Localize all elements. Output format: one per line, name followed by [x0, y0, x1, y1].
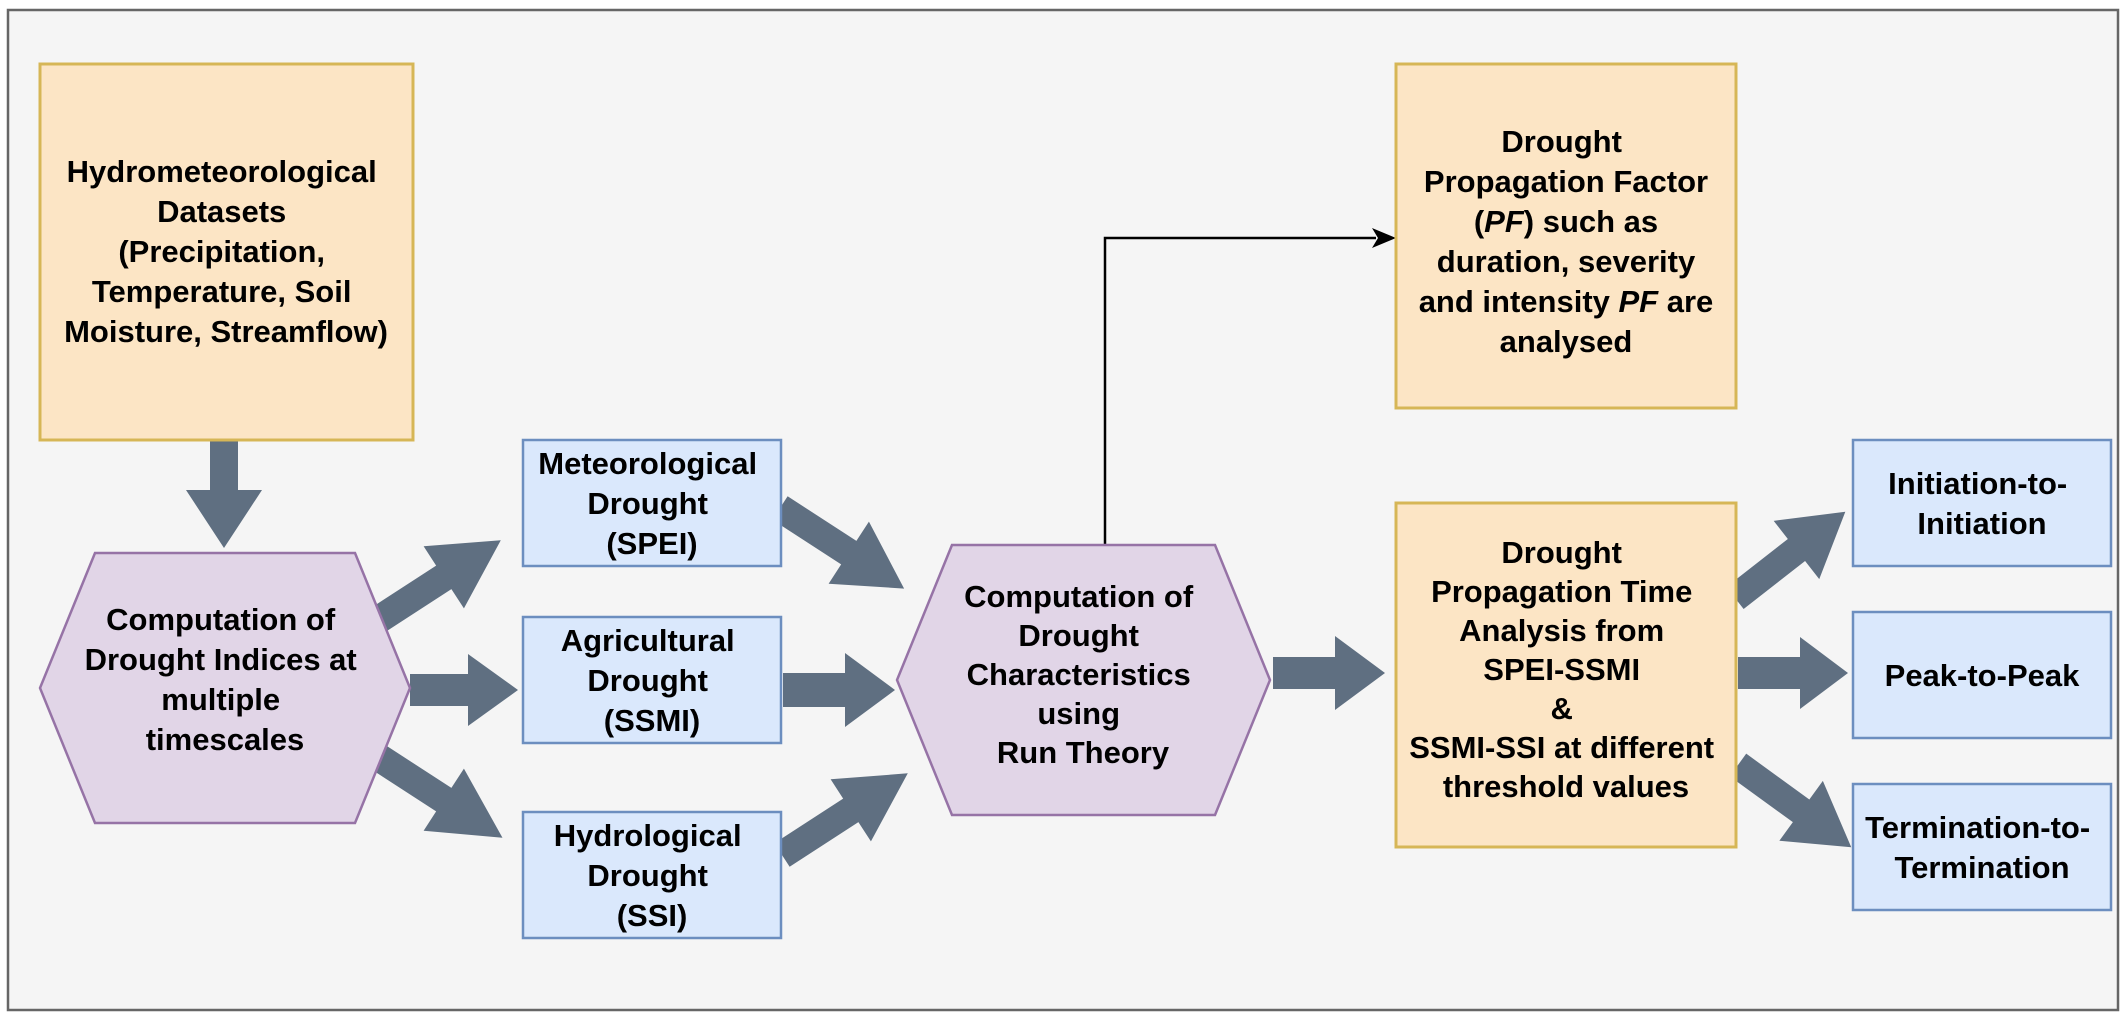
svg-text:duration, severity: duration, severity: [1437, 244, 1696, 279]
factor-line-5-end: are: [1658, 284, 1713, 319]
datasets-line-3: (Precipitation,: [118, 234, 325, 269]
factor-line-1: Drought: [1501, 124, 1622, 159]
svg-text:Computation of Drought: Computation of Drought Characteristics u…: [964, 579, 1202, 770]
node-peak-to-peak: Peak-to-Peak: [1851, 610, 2113, 740]
node-hydrological-drought: Hydrological Drought (SSI): [521, 810, 783, 940]
node-initiation-to-initiation: Initiation-to- Initiation: [1851, 438, 2113, 568]
svg-text:Hydrometeorological Data: Hydrometeorological Datasets (Precipitat…: [64, 154, 388, 349]
hydrological-line-1: Hydrological: [554, 818, 742, 853]
initiation-line-1: Initiation-to-: [1888, 466, 2067, 501]
initiation-line-2: Initiation: [1917, 506, 2046, 541]
characteristics-line-3: Characteristics: [967, 657, 1191, 692]
datasets-line-4: Temperature, Soil: [92, 274, 352, 309]
node-meteorological-drought: Meteorological Drought (SPEI): [521, 438, 783, 568]
characteristics-line-1: Computation of: [964, 579, 1194, 614]
meteorological-line-3: (SPEI): [606, 526, 697, 561]
characteristics-line-5: Run Theory: [997, 735, 1170, 770]
arrow-indices-to-meteorological: [367, 540, 501, 634]
svg-text:Meteorological Drought: Meteorological Drought (SPEI): [538, 446, 765, 561]
datasets-line-2: Datasets: [157, 194, 286, 229]
time-line-7: threshold values: [1443, 769, 1689, 804]
factor-line-6: analysed: [1500, 324, 1633, 359]
time-line-3: Analysis from: [1459, 613, 1664, 648]
indices-line-4: timescales: [146, 722, 305, 757]
arrow-to-termination: [1729, 753, 1852, 848]
termination-line-1: Termination-to-: [1865, 810, 2090, 845]
datasets-line-1: Hydrometeorological: [67, 154, 377, 189]
arrow-indices-to-hydrological: [367, 743, 503, 838]
factor-line-5-start: and intensity: [1419, 284, 1619, 319]
node-computation-characteristics: Computation of Drought Characteristics u…: [895, 543, 1272, 817]
time-line-2: Propagation Time: [1431, 574, 1692, 609]
factor-line-4: duration, severity: [1437, 244, 1696, 279]
svg-text:Agricultural Drought: Agricultural Drought (SSMI): [561, 623, 744, 738]
time-line-5: &: [1550, 691, 1572, 726]
svg-text:and intensity PF are: and intensity PF are: [1419, 284, 1714, 319]
arrow-indices-to-agricultural: [410, 654, 518, 726]
arrow-agricultural-to-characteristics: [783, 653, 895, 727]
peak-line-1: Peak-to-Peak: [1885, 658, 2080, 693]
node-propagation-factor: Drought Propagation Factor (PF) such as …: [1394, 62, 1738, 410]
hydrological-line-2: Drought: [587, 858, 708, 893]
svg-text:Computation of Drought I: Computation of Drought Indices at multip…: [85, 602, 366, 757]
node-termination-to-termination: Termination-to- Termination: [1851, 782, 2113, 912]
arrowhead-to-factor: [1372, 228, 1396, 248]
indices-line-2: Drought Indices at: [85, 642, 357, 677]
meteorological-line-2: Drought: [587, 486, 708, 521]
arrow-datasets-to-indices: [186, 440, 262, 548]
factor-line-5-italic: PF: [1619, 284, 1660, 319]
arrow-to-initiation: [1726, 511, 1846, 610]
indices-line-3: multiple: [161, 682, 280, 717]
time-line-1: Drought: [1501, 535, 1622, 570]
arrow-characteristics-to-propagation-time: [1273, 636, 1385, 710]
time-line-4: SPEI-SSMI: [1483, 652, 1640, 687]
datasets-line-5: Moisture, Streamflow): [64, 314, 388, 349]
arrow-meteorological-to-characteristics: [772, 496, 905, 589]
svg-text:(PF) such as: (PF) such as: [1474, 204, 1658, 239]
characteristics-line-2: Drought: [1018, 618, 1139, 653]
hydrological-line-3: (SSI): [617, 898, 688, 933]
arrow-hydrological-to-characteristics: [774, 773, 908, 867]
line-characteristics-to-factor: [1103, 236, 1376, 545]
node-propagation-time: Drought Propagation Time Analysis from S…: [1394, 501, 1738, 849]
factor-line-3-italic: PF: [1484, 204, 1525, 239]
factor-line-2: Propagation Factor: [1424, 164, 1708, 199]
svg-text:analysed: analysed: [1500, 324, 1633, 359]
svg-text:Hydrological Drought: Hydrological Drought (SSI): [554, 818, 750, 933]
svg-text:Termination-to- Terminat: Termination-to- Termination: [1865, 810, 2099, 885]
agricultural-line-1: Agricultural: [561, 623, 735, 658]
arrow-to-peak: [1738, 637, 1848, 709]
svg-text:Drought Propagation Time: Drought Propagation Time Analysis from S…: [1409, 535, 1723, 804]
factor-line-3-open: (: [1474, 204, 1485, 239]
termination-line-2: Termination: [1894, 850, 2069, 885]
indices-line-1: Computation of: [106, 602, 336, 637]
characteristics-line-4: using: [1037, 696, 1120, 731]
meteorological-line-1: Meteorological: [538, 446, 757, 481]
node-agricultural-drought: Agricultural Drought (SSMI): [521, 615, 783, 745]
node-datasets: Hydrometeorological Datasets (Precipitat…: [38, 62, 415, 442]
svg-text:Peak-to-Peak: Peak-to-Peak: [1885, 658, 2080, 693]
agricultural-line-2: Drought: [587, 663, 708, 698]
time-line-6: SSMI-SSI at different: [1409, 730, 1714, 765]
svg-text:Drought Propagation Fact: Drought Propagation Factor: [1424, 124, 1708, 199]
factor-line-3-rest: ) such as: [1524, 204, 1658, 239]
node-computation-indices: Computation of Drought Indices at multip…: [38, 551, 412, 825]
agricultural-line-3: (SSMI): [604, 703, 700, 738]
svg-text:Initiation-to- Initiatio: Initiation-to- Initiation: [1888, 466, 2076, 541]
